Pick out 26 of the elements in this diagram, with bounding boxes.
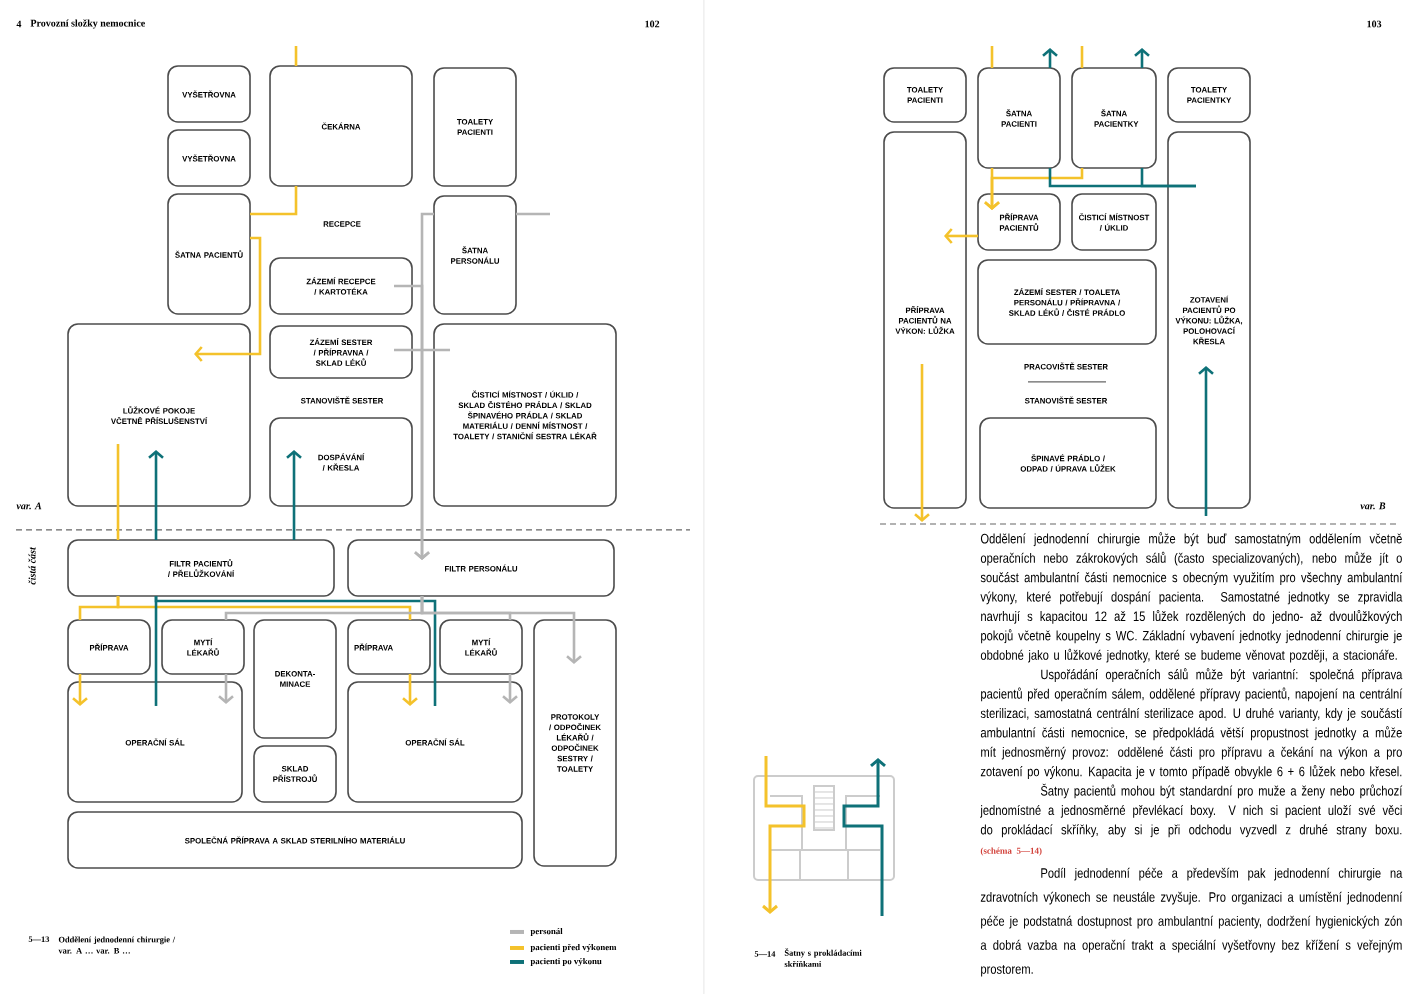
flow-arrow <box>218 673 234 704</box>
flow-arrow <box>394 284 430 560</box>
flow-line <box>116 596 412 620</box>
flow-arrow <box>402 673 418 706</box>
flow-arrow <box>420 596 582 664</box>
flow-line <box>250 186 298 216</box>
flow-line <box>394 348 450 352</box>
flow-line <box>154 596 158 706</box>
flow-arrow <box>148 449 164 540</box>
flow-arrow <box>1042 47 1058 68</box>
flow-arrow <box>194 236 262 362</box>
flow-line <box>516 212 550 216</box>
flow-line <box>154 596 437 706</box>
flow-line <box>1140 167 1196 188</box>
flow-arrow <box>72 673 88 706</box>
flow-arrow <box>944 228 978 244</box>
flow-line <box>990 46 994 68</box>
flow-arrow <box>502 673 518 704</box>
flow-line <box>294 46 298 66</box>
flow-arrow <box>914 364 930 522</box>
flow-arrow <box>1134 47 1150 68</box>
flow-arrow <box>1198 365 1214 516</box>
flow-arrow <box>286 449 302 540</box>
flow-line <box>1080 46 1084 68</box>
flow-line <box>116 444 120 540</box>
flow-arrow <box>984 167 1084 210</box>
